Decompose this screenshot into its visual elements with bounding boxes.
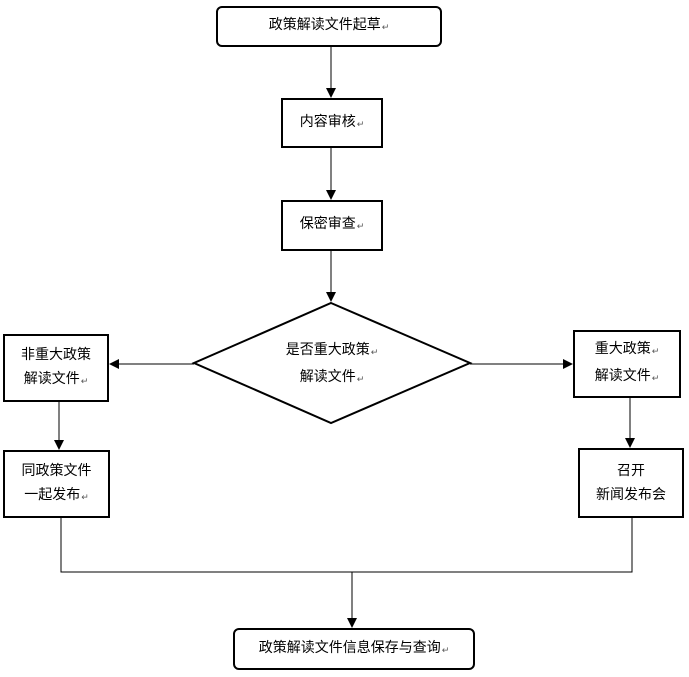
paragraph-mark: ↵: [441, 645, 450, 656]
node-save-query-label: 政策解读文件信息保存与查询: [258, 639, 441, 656]
arrowhead-non-major: [109, 359, 119, 369]
paragraph-mark: ↵: [651, 347, 660, 357]
node-content-review-label: 内容审核: [299, 113, 356, 130]
node-major: 重大政策↵ 解读文件↵: [573, 330, 681, 398]
node-security-review: 保密审查↵: [281, 200, 383, 251]
paragraph-mark: ↵: [356, 375, 365, 385]
node-decision-line-1: 是否重大政策: [285, 342, 370, 358]
node-publish-line-2: 一起发布: [24, 486, 81, 503]
node-draft-label: 政策解读文件起草: [268, 17, 381, 33]
node-non-major-line-1: 非重大政策: [21, 346, 91, 363]
node-decision: 是否重大政策↵ 解读文件↵: [244, 338, 420, 392]
node-draft: 政策解读文件起草↵: [216, 6, 442, 47]
arrowhead-press-conference: [625, 438, 635, 448]
node-security-review-label: 保密审查: [299, 216, 356, 232]
paragraph-mark: ↵: [651, 374, 660, 384]
paragraph-mark: ↵: [370, 348, 379, 358]
arrowhead-save-query: [347, 618, 357, 628]
node-non-major: 非重大政策 解读文件↵: [3, 334, 109, 402]
paragraph-mark: ↵: [356, 222, 365, 232]
node-save-query: 政策解读文件信息保存与查询↵: [233, 628, 475, 670]
node-publish-line-1: 同政策文件: [21, 462, 92, 479]
node-press-conference: 召开 新闻发布会: [578, 448, 684, 518]
arrowhead-publish: [54, 440, 64, 450]
arrowhead-major: [563, 359, 573, 369]
node-press-line-1: 召开: [617, 463, 645, 479]
arrowhead-decision: [326, 292, 336, 302]
merge-connector: [60, 517, 633, 573]
node-major-line-1: 重大政策: [594, 341, 651, 357]
node-press-line-2: 新闻发布会: [596, 487, 666, 503]
paragraph-mark: ↵: [356, 119, 365, 130]
node-non-major-line-2: 解读文件: [23, 370, 80, 387]
paragraph-mark: ↵: [81, 492, 89, 503]
node-major-line-2: 解读文件: [594, 368, 651, 384]
paragraph-mark: ↵: [80, 376, 89, 387]
arrowhead-security-review: [326, 190, 336, 200]
node-decision-line-2: 解读文件: [299, 369, 356, 385]
paragraph-mark: ↵: [381, 23, 390, 33]
arrowhead-content-review: [326, 88, 336, 98]
node-content-review: 内容审核↵: [281, 98, 383, 148]
decision-diamond: [191, 301, 473, 425]
node-publish-with-policy: 同政策文件 一起发布↵: [3, 450, 110, 518]
